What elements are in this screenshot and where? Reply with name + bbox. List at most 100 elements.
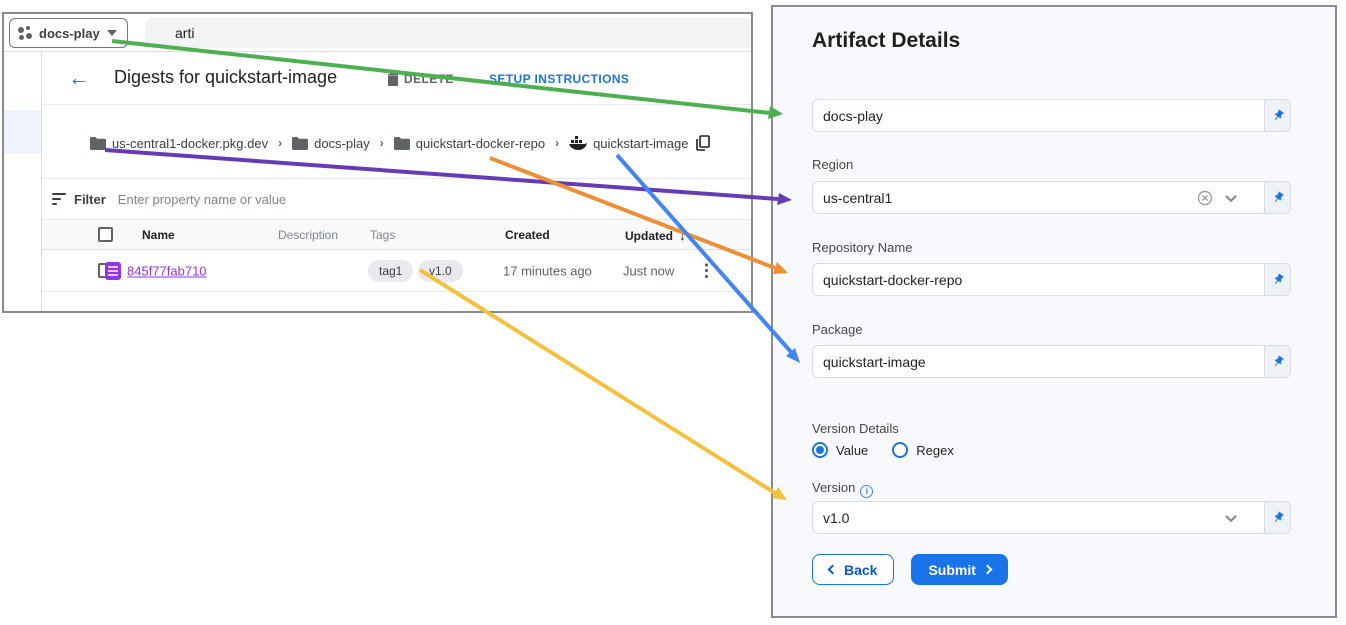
radio-selected-icon [812,442,828,458]
delete-button[interactable]: DELETE [387,72,454,86]
chevron-down-icon[interactable] [1225,510,1237,522]
pin-icon [1274,511,1284,522]
column-created[interactable]: Created [505,227,550,242]
digest-link[interactable]: 845f77fab710 [127,263,207,278]
version-label-text: Version [812,480,856,495]
project-icon [18,26,32,40]
radio-unselected-icon [892,442,909,458]
select-all-checkbox[interactable] [98,227,113,242]
cloud-console-panel: docs-play ← Digests for quickstart-image… [2,12,753,313]
project-field[interactable] [812,99,1264,132]
filter-bar: Filter [42,179,751,219]
breadcrumb: us-central1-docker.pkg.dev › docs-play ›… [90,135,711,151]
pin-icon [1274,109,1284,120]
radio-regex[interactable]: Regex [892,442,954,458]
repository-field-group [812,263,1291,296]
project-selector-label: docs-play [39,25,100,41]
filter-input[interactable] [117,191,751,207]
version-field-group [812,501,1291,534]
column-updated-label: Updated [625,228,673,243]
table-header: Name Description Tags Created Updated ↓ [42,219,751,250]
radio-value-label: Value [836,442,869,458]
pin-button[interactable] [1264,501,1291,534]
table-row: 845f77fab710 tag1 v1.0 17 minutes ago Ju… [42,250,751,292]
setup-instructions-button[interactable]: SETUP INSTRUCTIONS [489,72,629,86]
nav-sidebar-strip [4,52,42,311]
package-field[interactable] [812,345,1264,378]
tag-chip[interactable]: tag1 [368,259,414,282]
pin-icon [1274,273,1284,284]
docker-whale-icon [569,136,588,150]
package-label: Package [812,322,863,337]
page-title: Digests for quickstart-image [114,67,338,87]
console-topbar: docs-play [4,14,751,52]
tag-chip[interactable]: v1.0 [418,259,463,282]
delete-label: DELETE [404,72,454,86]
breadcrumb-label: us-central1-docker.pkg.dev [112,135,269,151]
breadcrumb-label: quickstart-docker-repo [415,135,546,151]
version-field[interactable] [812,501,1264,534]
breadcrumb-separator: › [379,136,384,150]
folder-icon [393,136,410,150]
manifest-icon [105,262,121,280]
column-name[interactable]: Name [142,227,175,242]
chevron-left-icon [827,564,838,575]
pin-button[interactable] [1264,181,1291,214]
back-button[interactable]: Back [812,554,895,585]
caret-down-icon [106,30,117,36]
breadcrumb-item-package[interactable]: quickstart-image [569,136,688,151]
breadcrumb-item-host[interactable]: us-central1-docker.pkg.dev [90,136,268,151]
pin-button[interactable] [1264,263,1291,296]
project-selector[interactable]: docs-play [9,18,128,48]
breadcrumb-separator: › [555,136,560,150]
breadcrumb-label: quickstart-image [593,135,689,151]
chevron-right-icon [982,564,993,575]
column-tags[interactable]: Tags [370,227,396,242]
filter-label: Filter [74,191,106,207]
region-label: Region [812,157,854,172]
sort-desc-icon: ↓ [679,226,686,243]
region-field-group [812,181,1291,214]
version-details-label: Version Details [812,421,899,436]
back-button-label: Back [844,561,878,578]
clear-icon[interactable] [1197,190,1213,206]
submit-button[interactable]: Submit [911,554,1008,585]
breadcrumb-item-repository[interactable]: quickstart-docker-repo [393,135,546,151]
repository-field[interactable] [812,263,1264,296]
form-title: Artifact Details [812,29,961,52]
radio-regex-label: Regex [916,442,954,458]
breadcrumb-row: us-central1-docker.pkg.dev › docs-play ›… [42,105,751,179]
filter-icon [52,193,66,205]
package-field-group [812,345,1291,378]
setup-instructions-label: SETUP INSTRUCTIONS [489,72,630,86]
sidebar-active-item[interactable] [4,110,41,154]
updated-cell: Just now [623,263,675,278]
form-buttons: Back Submit [812,554,1008,585]
pin-button[interactable] [1264,345,1291,378]
folder-icon [90,136,106,150]
project-field-group [812,99,1291,132]
pin-icon [1274,191,1284,202]
back-arrow-icon[interactable]: ← [68,65,90,90]
info-icon[interactable]: i [860,484,874,498]
folder-icon [292,136,309,150]
column-description[interactable]: Description [278,227,339,242]
breadcrumb-separator: › [278,136,283,150]
region-field[interactable] [812,181,1264,214]
copy-icon[interactable] [696,135,711,151]
breadcrumb-item-project[interactable]: docs-play [292,136,370,151]
breadcrumb-label: docs-play [314,135,370,151]
pin-icon [1274,355,1284,366]
created-cell: 17 minutes ago [503,263,592,278]
search-input[interactable] [145,18,751,48]
console-searchbar [145,18,751,48]
version-details-radios: Value Regex [812,442,954,458]
column-updated[interactable]: Updated ↓ [625,227,686,243]
artifact-details-panel: Artifact Details Region Repository Name … [771,5,1337,618]
trash-icon [388,73,398,86]
submit-button-label: Submit [928,561,976,578]
pin-button[interactable] [1264,99,1291,132]
radio-value[interactable]: Value [812,442,868,458]
chevron-down-icon[interactable] [1225,190,1237,202]
row-menu-icon[interactable]: ⋮ [698,260,715,280]
